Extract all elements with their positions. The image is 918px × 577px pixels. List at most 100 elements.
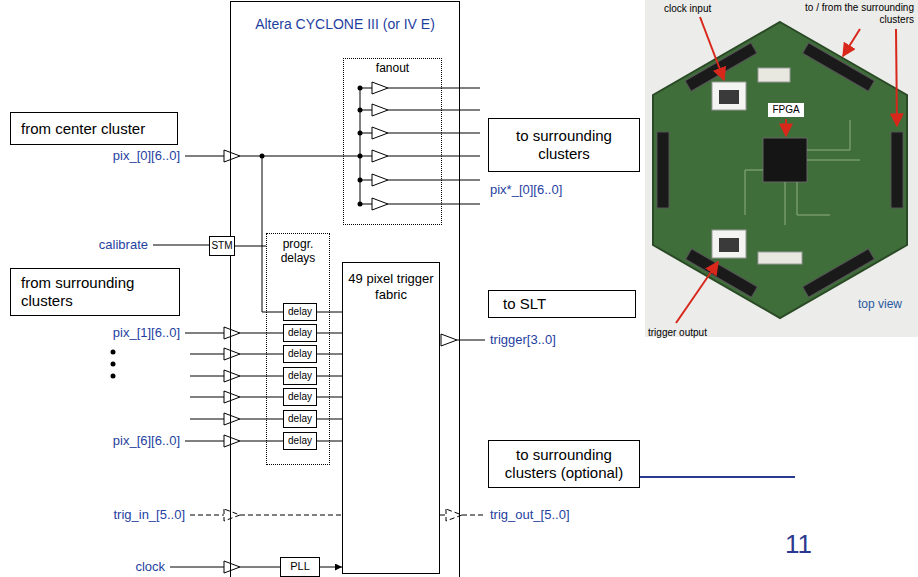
- signal-wires: [224, 327, 240, 339]
- delay-box: delay: [283, 432, 317, 450]
- signal-wires: [153, 82, 485, 573]
- ellipsis-dots: [111, 362, 116, 367]
- box-label: to surrounding clusters (optional): [495, 446, 633, 482]
- board-photo: [785, 119, 787, 136]
- box-label: from surrounding clusters: [21, 274, 169, 310]
- board-photo: [745, 120, 860, 225]
- board-photo: [657, 132, 669, 208]
- page-number: 11: [785, 529, 812, 560]
- board-photo: [676, 17, 897, 323]
- trigger-fabric-block: 49 pixel trigger fabric: [342, 262, 440, 574]
- board-photo: [657, 43, 903, 297]
- board-photo: [891, 132, 903, 208]
- board-photo: [676, 262, 718, 323]
- board-photo: [719, 238, 739, 252]
- box-label: delay: [285, 413, 315, 425]
- junction-dots: [358, 178, 363, 183]
- destination-box: to surrounding clusters (optional): [488, 440, 640, 488]
- signal-wires: [224, 509, 240, 521]
- pll-block: PLL: [280, 557, 320, 577]
- source-box: from center cluster: [10, 112, 178, 145]
- ellipsis-dots: [111, 350, 116, 355]
- board-photo: [700, 17, 724, 80]
- signal-wires: [372, 127, 388, 139]
- delay-box: delay: [283, 303, 317, 321]
- board-photo: [712, 82, 746, 110]
- delay-group: progr. delays delay delay delay delay delay de…: [266, 233, 330, 465]
- ellipsis-dots: [111, 350, 116, 379]
- signal-wires: [372, 174, 388, 186]
- delay-box: delay: [283, 345, 317, 363]
- box-label: to SLT: [503, 295, 621, 313]
- board-photo: [712, 230, 746, 258]
- signal-wires: [190, 509, 485, 521]
- signal-name: pix*_[0][6..0]: [490, 182, 562, 198]
- fpga-chip-outline: Altera CYCLONE III (or IV E) fanout progr.…: [230, 1, 460, 577]
- ellipsis-dots: [111, 374, 116, 379]
- signal-wires: [457, 340, 485, 341]
- box-label: 49 pixel trigger fabric: [345, 271, 437, 302]
- board-photo: [896, 29, 897, 126]
- signal-name: pix_[6][6..0]: [113, 433, 180, 449]
- board-photo: [645, 0, 918, 337]
- box-label: delay: [285, 391, 315, 403]
- board-photo: [745, 120, 860, 225]
- junction-dots: [358, 108, 363, 113]
- signal-name: pix_[1][6..0]: [113, 325, 180, 341]
- signal-connector: [320, 567, 342, 568]
- signal-connector: [235, 246, 266, 247]
- photo-callout: clock input: [664, 3, 711, 15]
- box-label: delay: [285, 370, 315, 382]
- signal-wires: [224, 348, 240, 360]
- connectors: [235, 246, 342, 567]
- signal-wires: [372, 198, 388, 210]
- box-label: delay: [285, 435, 315, 447]
- board-photo: [803, 43, 875, 91]
- signal-wires: [240, 156, 360, 157]
- signal-wires: [224, 435, 240, 447]
- signal-wires: [224, 391, 240, 403]
- box-label: PLL: [283, 560, 317, 573]
- signal-wires: [441, 334, 457, 346]
- board-photo: [719, 90, 739, 104]
- photo-callout: trigger output: [648, 327, 707, 339]
- signal-name: pix_[0][6..0]: [113, 148, 180, 164]
- board-photo: [645, 0, 918, 337]
- delay-box: delay: [283, 388, 317, 406]
- source-box: from surrounding clusters: [10, 268, 180, 316]
- box-label: STM: [211, 240, 233, 252]
- signal-wires: [372, 82, 388, 94]
- photo-callout: to / from the surrounding clusters: [802, 2, 914, 26]
- signal-wires: [224, 150, 240, 162]
- stm-block: STM: [209, 236, 235, 256]
- signal-wires: [224, 561, 240, 573]
- signal-wires: [372, 150, 388, 162]
- signal-wires: [360, 88, 361, 204]
- box-label: fanout: [346, 61, 439, 75]
- junction-dots: [358, 154, 363, 159]
- junction-dots: [260, 154, 265, 159]
- signal-name: trig_in_[5..0]: [113, 507, 185, 523]
- junction-dots: [358, 131, 363, 136]
- box-label: to surrounding clusters: [495, 127, 633, 163]
- destination-box: to SLT: [488, 290, 636, 318]
- board-photo: [758, 68, 790, 82]
- slide-rule: [640, 476, 795, 478]
- delay-box: delay: [283, 367, 317, 385]
- board-photo: [653, 22, 907, 318]
- delay-box: delay: [283, 324, 317, 342]
- signal-name: trig_out_[5..0]: [490, 507, 570, 523]
- signal-name: calibrate: [99, 237, 148, 253]
- signal-wires: [224, 370, 240, 382]
- board-photo: [803, 249, 875, 297]
- signal-name: trigger[3..0]: [490, 332, 556, 348]
- junction-dots: [260, 86, 363, 207]
- signal-wires: [190, 515, 342, 516]
- signal-wires: [185, 156, 224, 157]
- box-label: progr. delays: [269, 237, 327, 266]
- board-photo: [758, 252, 802, 264]
- box-label: Altera CYCLONE III (or IV E): [233, 16, 457, 33]
- box-label: delay: [285, 327, 315, 339]
- view-caption: top view: [858, 297, 902, 311]
